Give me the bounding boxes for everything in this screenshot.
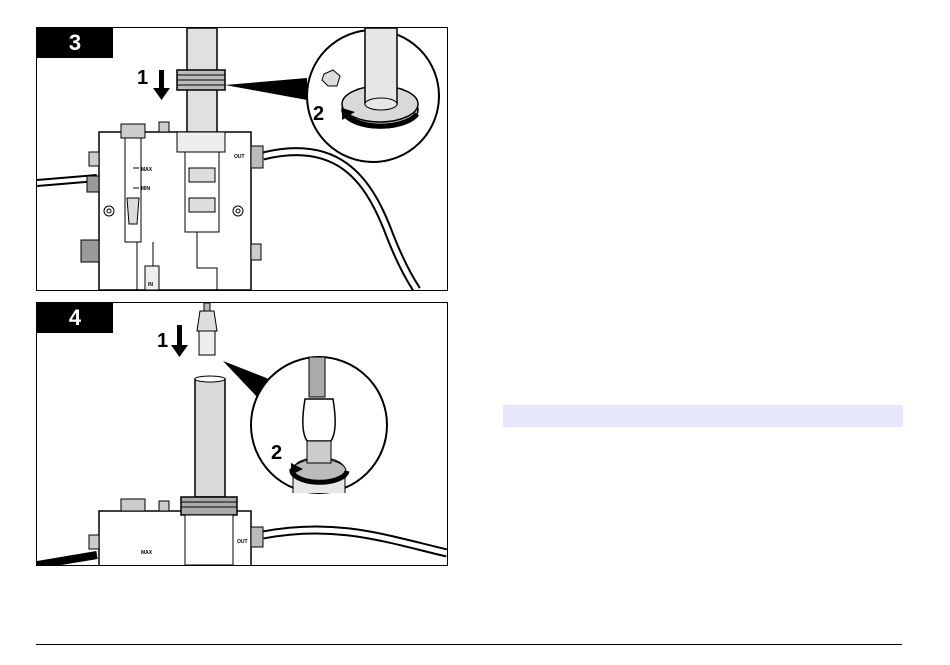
callout-1: 1 xyxy=(137,67,148,89)
max-label: MAX xyxy=(141,550,153,556)
step-4-illustration: 4 1 2 MAX OUT xyxy=(36,302,448,566)
out-label: OUT xyxy=(234,154,245,160)
callout-1: 1 xyxy=(157,330,168,352)
step-3-labels: 1 2 MAX MIN OUT IN xyxy=(37,28,447,290)
step-4-labels: 1 2 MAX OUT xyxy=(37,303,447,565)
callout-2: 2 xyxy=(271,442,282,464)
callout-2: 2 xyxy=(313,103,324,125)
footer-rule xyxy=(36,644,902,645)
in-label: IN xyxy=(148,282,153,288)
step-3-illustration: 3 1 2 MAX MIN OUT IN xyxy=(36,27,448,291)
highlight-bar xyxy=(503,405,903,427)
min-label: MIN xyxy=(141,186,151,192)
out-label: OUT xyxy=(237,539,248,545)
max-label: MAX xyxy=(141,167,153,173)
